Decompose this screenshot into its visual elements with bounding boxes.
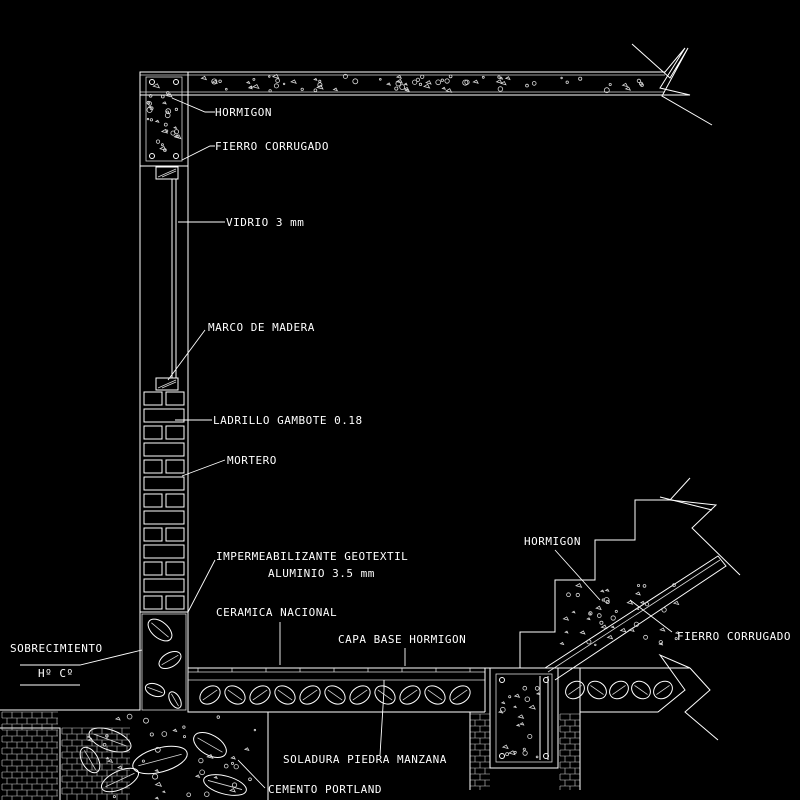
brick-wall [139,390,189,612]
slab-aggregate [200,73,644,94]
stair-aggregate [497,582,680,759]
label-vidrio: VIDRIO 3 mm [226,216,304,229]
label-aluminio: ALUMINIO 3.5 mm [268,567,375,580]
floor-layers [188,667,485,705]
label-impermeabilizante: IMPERMEABILIZANTE GEOTEXTIL [216,550,408,563]
foundation-stones [79,618,257,800]
corner-beam [139,71,189,167]
label-capa-base: CAPA BASE HORMIGON [338,633,466,646]
labels: HORMIGON FIERRO CORRUGADO VIDRIO 3 mm MA… [10,106,791,796]
label-fierro-top: FIERRO CORRUGADO [215,140,329,153]
floor-stones [199,685,471,705]
label-marco: MARCO DE MADERA [208,321,315,334]
label-hormigon-top: HORMIGON [215,106,272,119]
beam-aggregate [146,83,182,152]
label-sobrecimiento: SOBRECIMIENTO [10,642,103,655]
label-ladrillo: LADRILLO GAMBOTE 0.18 [213,414,363,427]
stair-floor-stones [565,680,673,700]
window [139,166,189,391]
label-cemento: CEMENTO PORTLAND [268,783,382,796]
label-ceramica: CERAMICA NACIONAL [216,606,337,619]
label-soladura: SOLADURA PIEDRA MANZANA [283,753,447,766]
ground-hatch [1,711,580,800]
label-hc: Hº Cº [38,667,74,680]
label-hormigon-stair: HORMIGON [524,535,581,548]
top-slab [140,43,713,126]
label-fierro-stair: FIERRO CORRUGADO [677,630,791,643]
stair [469,477,741,790]
label-mortero: MORTERO [227,454,277,467]
leader-lines [20,97,673,789]
foundation [0,611,580,800]
